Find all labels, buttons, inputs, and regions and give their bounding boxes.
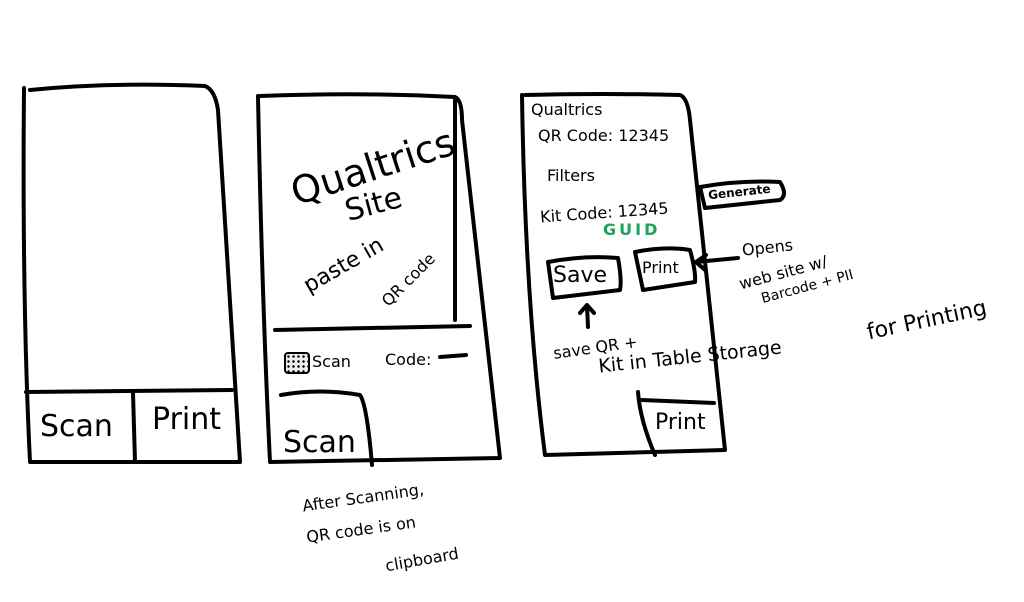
qr-code-value: QR Code: 12345 xyxy=(538,126,670,145)
save-button[interactable]: Save xyxy=(553,263,608,288)
screen3-print-tab[interactable]: Print xyxy=(655,410,706,435)
opens-arrow xyxy=(694,253,740,272)
screen1-scan-tab[interactable]: Scan xyxy=(40,409,113,444)
screen1-frame xyxy=(21,82,242,464)
screen3-print-tab xyxy=(636,390,716,457)
screen1-tab-divider xyxy=(131,391,137,464)
print-button[interactable]: Print xyxy=(642,258,679,277)
guid-label: GUID xyxy=(603,220,661,239)
screen1-tabbar-divider xyxy=(24,388,234,394)
filters-label: Filters xyxy=(547,166,595,185)
code-label: Code: xyxy=(385,350,432,369)
screen2-divider xyxy=(273,324,472,332)
generate-box xyxy=(698,179,786,210)
screen2-scan-tab xyxy=(279,389,374,467)
print-box xyxy=(633,246,698,292)
screen2-scan-tab[interactable]: Scan xyxy=(283,425,356,460)
save-arrow xyxy=(578,303,596,329)
scan-label[interactable]: Scan xyxy=(312,352,351,371)
save-box xyxy=(546,255,623,300)
qr-scan-icon[interactable] xyxy=(284,352,310,374)
qualtrics-label: Qualtrics xyxy=(531,100,603,119)
screen2-code-line xyxy=(438,353,468,359)
screen1-print-tab[interactable]: Print xyxy=(152,402,222,437)
screen3-frame xyxy=(520,92,727,457)
screen2-frame xyxy=(256,92,502,464)
